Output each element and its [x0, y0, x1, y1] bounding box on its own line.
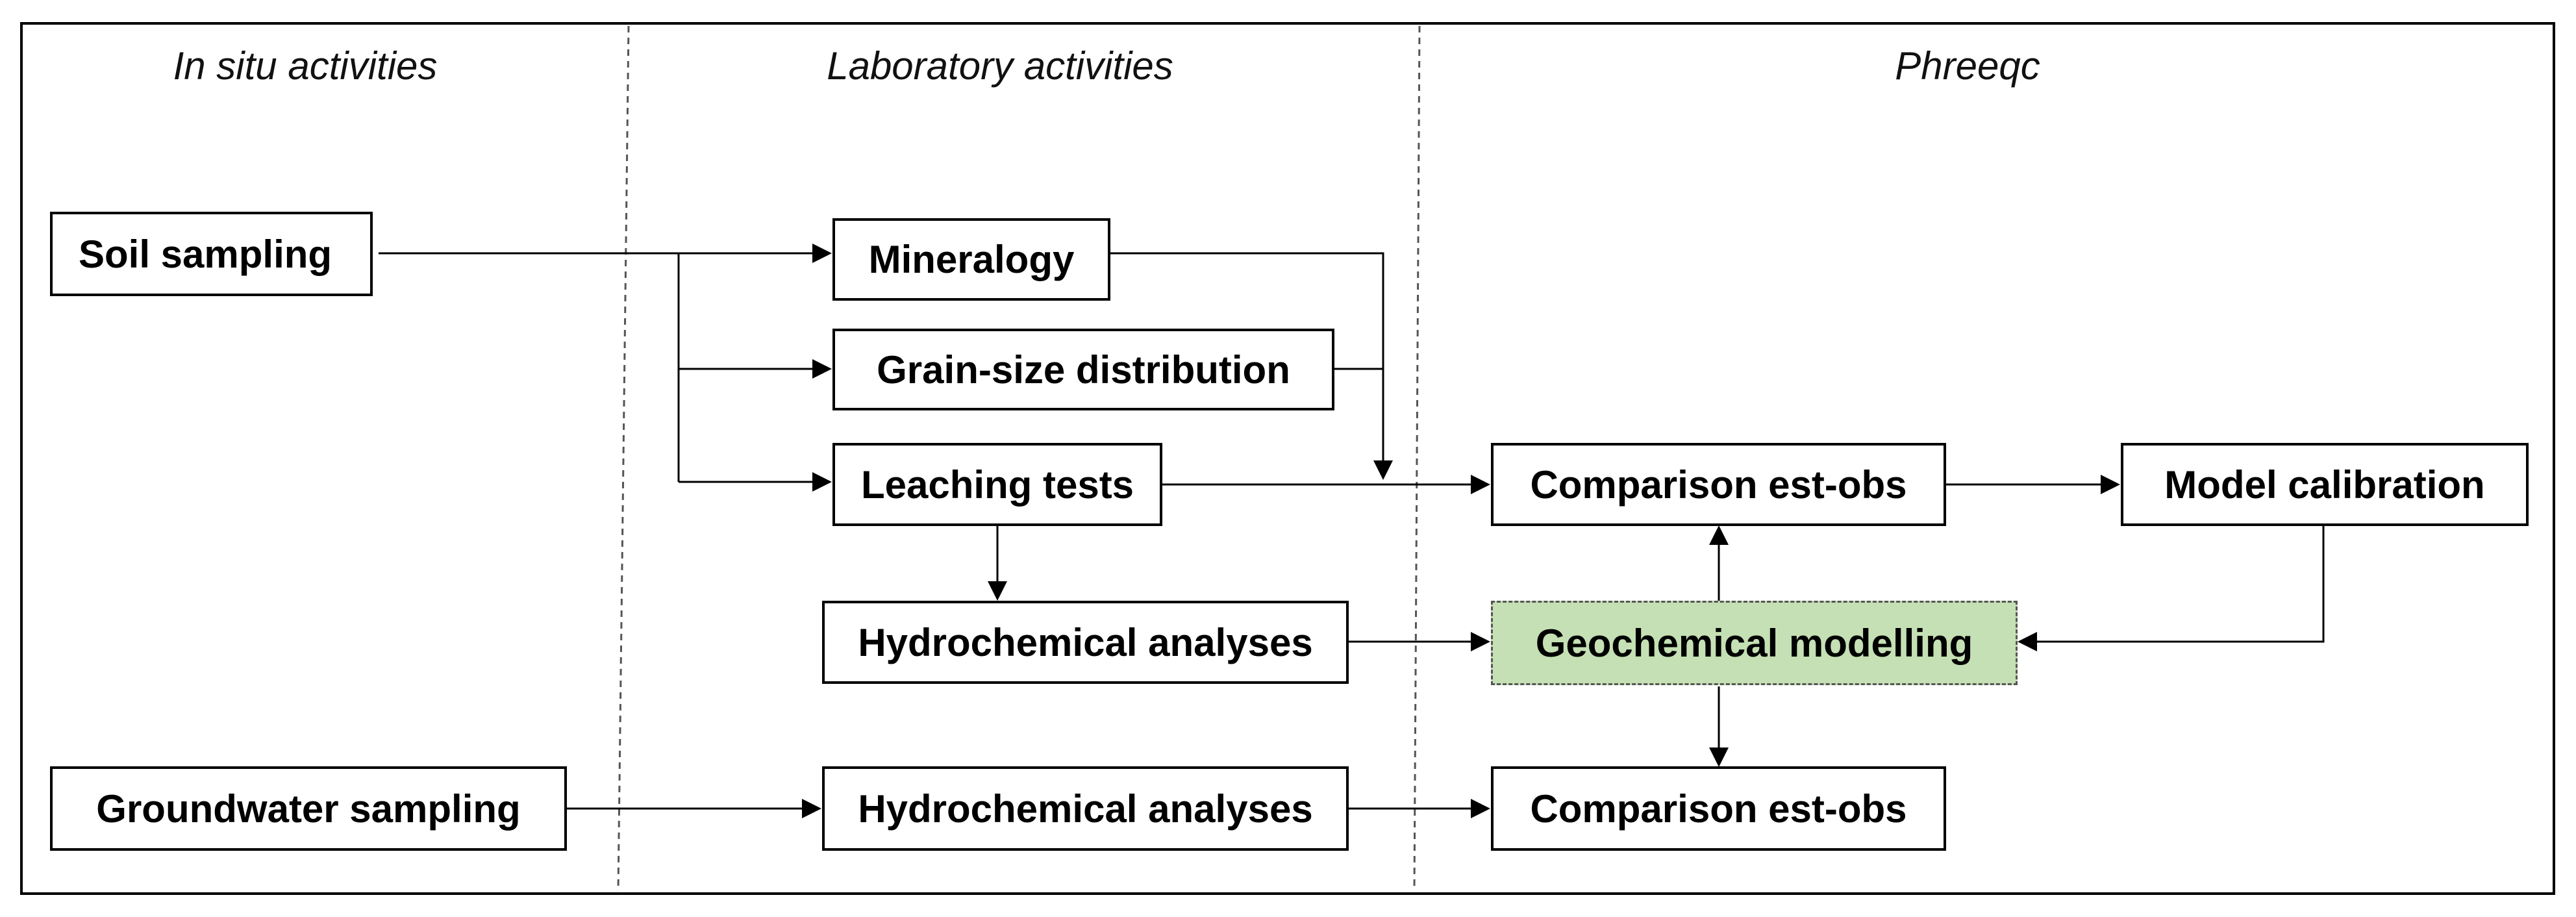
divider-in-situ-laboratory: [617, 25, 630, 892]
header-in-situ-activities: In situ activities: [173, 44, 438, 88]
node-mineralogy: Mineralogy: [832, 218, 1110, 301]
node-groundwater-sampling: Groundwater sampling: [50, 766, 567, 851]
node-hydrochemical-analyses-groundwater: Hydrochemical analyses: [822, 766, 1349, 851]
node-comparison-est-obs-top: Comparison est-obs: [1491, 443, 1946, 526]
edge-model-calibration-to-geochemical: [2018, 526, 2325, 651]
header-laboratory-activities: Laboratory activities: [827, 44, 1173, 88]
edge-mineralogy-to-comparison: [1110, 252, 1393, 480]
outer-frame: [20, 22, 2555, 895]
node-grain-size-distribution: Grain-size distribution: [832, 329, 1334, 410]
node-hydrochemical-analyses-lab: Hydrochemical analyses: [822, 601, 1349, 684]
node-geochemical-modelling: Geochemical modelling: [1491, 601, 2018, 685]
node-comparison-est-obs-bottom: Comparison est-obs: [1491, 766, 1946, 851]
node-model-calibration: Model calibration: [2121, 443, 2529, 526]
divider-laboratory-phreeqc: [1413, 25, 1421, 892]
node-soil-sampling: Soil sampling: [50, 212, 373, 296]
node-leaching-tests: Leaching tests: [832, 443, 1162, 526]
header-phreeqc: Phreeqc: [1895, 44, 2040, 88]
